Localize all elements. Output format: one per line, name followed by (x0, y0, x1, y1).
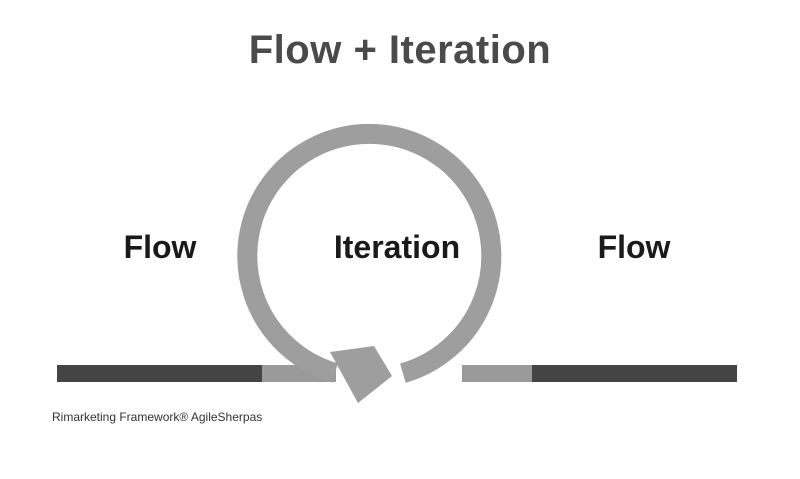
iteration-label: Iteration (333, 229, 461, 265)
credit-text: Rimarketing Framework® AgileSherpas (52, 410, 263, 424)
right-flow-bar-light (462, 365, 532, 382)
diagram-title: Flow + Iteration (248, 28, 552, 72)
right-flow-bar-dark (532, 365, 737, 382)
iteration-loop-arc (237, 123, 502, 384)
iteration-loop-arrowhead (330, 346, 392, 403)
flow-label-right: Flow (597, 229, 671, 265)
left-flow-bar-dark (57, 365, 262, 382)
loop-gap (394, 361, 407, 387)
flow-label-left: Flow (123, 229, 197, 265)
